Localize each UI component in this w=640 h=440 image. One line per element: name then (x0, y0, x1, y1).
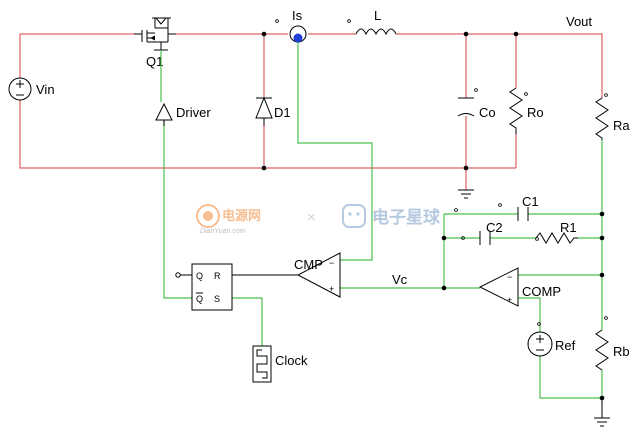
ref-source-icon (527, 331, 553, 357)
rb-resistor: Rb (595, 329, 630, 371)
q1-label: Q1 (146, 54, 163, 69)
cmp-comparator-icon (296, 252, 341, 298)
wire-driver-to-latch (163, 120, 192, 299)
co-label: Co (479, 105, 496, 120)
latch-s: S (214, 294, 220, 304)
comp-opamp: − + COMP (478, 267, 561, 307)
co-capacitor: Co (457, 97, 496, 120)
cmp-minus-pin: − (329, 258, 334, 268)
d1-diode: D1 (255, 96, 291, 126)
clock-icon (252, 345, 272, 383)
ground-icon (458, 189, 474, 199)
watermark-separator: × (307, 209, 316, 226)
c1-capacitor-icon (517, 207, 529, 221)
vin-source-icon (8, 77, 32, 101)
l-label: L (374, 8, 381, 23)
power-wires (19, 33, 603, 190)
driver-buffer-icon (155, 102, 173, 126)
wire-left-bottom (19, 34, 516, 169)
wire-ref-bottom (539, 356, 602, 399)
c2-capacitor: C2 (479, 220, 503, 245)
ro-label: Ro (527, 105, 544, 120)
r1-resistor: R1 (535, 220, 578, 244)
dianzixingqiu-logo: 电子星球 (342, 204, 441, 228)
vc-label: Vc (392, 272, 408, 287)
junctions (261, 31, 605, 401)
ground-icon-bottom (594, 398, 610, 427)
c2-capacitor-icon (479, 231, 491, 245)
vout-label: Vout (566, 14, 592, 29)
comp-opamp-icon (478, 267, 519, 307)
dianzixingqiu-logo-text: 电子星球 (372, 207, 441, 227)
ground-symbol (458, 189, 474, 199)
rb-label: Rb (613, 344, 630, 359)
dianyuan-logo-text: 电源网 (222, 208, 261, 223)
q1-body-diode-icon (152, 17, 171, 34)
wire-l-to-vout (396, 33, 603, 98)
dianyuan-logo: 电源网 DianYuan.com (196, 204, 261, 235)
cmp-plus-pin: + (329, 284, 334, 294)
ra-resistor-icon (595, 97, 609, 140)
driver: Driver (155, 50, 211, 126)
cmp-comparator: − + CMP (232, 252, 341, 298)
c2-label: C2 (486, 220, 503, 235)
vin-label: Vin (36, 82, 55, 97)
r1-resistor-icon (535, 232, 578, 244)
clock-label: Clock (275, 353, 308, 368)
ra-label: Ra (613, 118, 630, 133)
inductor-icon (355, 28, 397, 36)
latch-qbar: Q (196, 294, 203, 304)
wire-latch-to-clock (232, 297, 263, 346)
dianyuan-logo-sub: DianYuan.com (200, 228, 246, 235)
q1-gate (154, 42, 168, 51)
sr-latch-box (191, 263, 233, 311)
c1-label: C1 (522, 194, 539, 209)
watermark: 电源网 DianYuan.com × 电子星球 (196, 204, 441, 235)
pin-markers (275, 19, 608, 326)
is-label: Is (292, 8, 303, 23)
co-capacitor-icon (457, 97, 475, 117)
cmp-label: CMP (294, 257, 323, 272)
wire-comp-plus (518, 297, 541, 332)
d1-label: D1 (274, 105, 291, 120)
q1-mosfet: Q1 (134, 17, 176, 69)
rb-resistor-icon (595, 329, 609, 371)
vin-source: Vin (8, 77, 55, 101)
latch-r: R (214, 271, 221, 281)
wire-current-sense (297, 40, 373, 261)
comp-plus-pin: + (507, 295, 512, 305)
ra-resistor: Ra (595, 97, 630, 140)
ground-symbol-bottom (594, 398, 610, 427)
current-sensor: Is (289, 8, 307, 43)
comp-label: COMP (522, 284, 561, 299)
driver-label: Driver (176, 105, 211, 120)
inductor-l: L (355, 8, 397, 36)
sr-latch: Q R Q S (175, 263, 233, 311)
d1-diode-icon (255, 96, 273, 126)
comp-minus-pin: − (507, 272, 512, 282)
ro-resistor: Ro (509, 87, 544, 134)
ref-source: Ref (527, 331, 576, 357)
ref-label: Ref (555, 338, 576, 353)
r1-label: R1 (560, 220, 577, 235)
clock-source: Clock (252, 345, 308, 383)
c1-capacitor: C1 (517, 194, 539, 221)
latch-q: Q (196, 271, 203, 281)
ro-resistor-icon (509, 87, 523, 134)
